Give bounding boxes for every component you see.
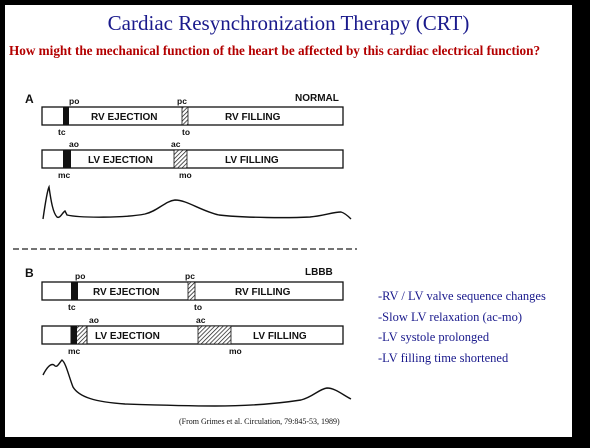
panel-b-to-marker: to [194,302,202,312]
panel-b-pc-marker: pc [185,271,195,281]
finding-item: -RV / LV valve sequence changes [378,289,546,303]
panel-a-lv-ejection-label: LV EJECTION [88,155,153,166]
panel-a-ao-marker: ao [69,139,79,149]
slide-title: Cardiac Resynchronization Therapy (CRT) [107,11,470,35]
panel-a-lv-isovolumic-contraction [63,150,71,168]
panel-a-tc-marker: tc [58,127,66,137]
panel-a-rv-isovolumic-relaxation [181,106,189,126]
panel-b-lv-isovolumic-relaxation [197,325,232,345]
finding-item: -LV filling time shortened [378,350,509,365]
panel-b-rv-filling-label: RV FILLING [235,287,291,298]
panel-a-to-marker: to [182,127,190,137]
panel-b-mo-marker: mo [229,346,242,356]
panel-a-waveform [42,184,352,220]
panel-b-condition: LBBB [305,267,333,278]
panel-a-mo-marker: mo [179,170,192,180]
key-findings-list: -RV / LV valve sequence changes -Slow LV… [378,289,546,371]
panel-a-rv-filling-label: RV FILLING [225,112,281,123]
timing-diagram: A NORMAL RV EJECTION RV FILLING po pc tc… [13,92,357,407]
panel-b-lv-filling-label: LV FILLING [253,331,307,342]
panel-a-mc-marker: mc [58,170,71,180]
slide: Cardiac Resynchronization Therapy (CRT) … [5,5,572,437]
panel-b-rv-isovolumic-contraction [71,282,78,300]
panel-b-waveform [42,359,352,407]
panel-a-ac-marker: ac [171,139,181,149]
panel-b-rv-isovolumic-relaxation [187,281,196,301]
slide-subtitle: How might the mechanical function of the… [9,43,541,58]
panel-a-pc-marker: pc [177,96,187,106]
panel-a-lv-bar [41,149,344,169]
panel-a-rv-bar [41,106,344,126]
panel-b-po-marker: po [75,271,85,281]
panel-a-letter: A [25,92,34,106]
panel-a-lv-isovolumic-relaxation [173,149,188,169]
panel-b-ac-marker: ac [196,315,206,325]
bottom-bar [0,437,590,448]
panel-b-letter: B [25,266,34,280]
panel-b-rv-ejection-label: RV EJECTION [93,287,160,298]
panel-a-rv-isovolumic-contraction [63,107,69,125]
panel-b-lv-bar [41,325,344,345]
finding-item: -Slow LV relaxation (ac-mo) [378,309,523,324]
panel-b-lv-ejection-label: LV EJECTION [95,331,160,342]
panel-b-tc-marker: tc [68,302,76,312]
panel-a-lv-filling-label: LV FILLING [225,155,279,166]
panel-a-po-marker: po [69,96,79,106]
panel-b-lv-contraction-solid [71,326,77,344]
panel-a-condition: NORMAL [295,93,339,104]
panel-a-rv-ejection-label: RV EJECTION [91,112,158,123]
panel-b-ao-marker: ao [89,315,99,325]
finding-item: -LV systole prolonged [378,330,490,344]
source-citation: (From Grimes et al. Circulation, 79:845-… [179,417,340,426]
panel-b-mc-marker: mc [68,346,81,356]
